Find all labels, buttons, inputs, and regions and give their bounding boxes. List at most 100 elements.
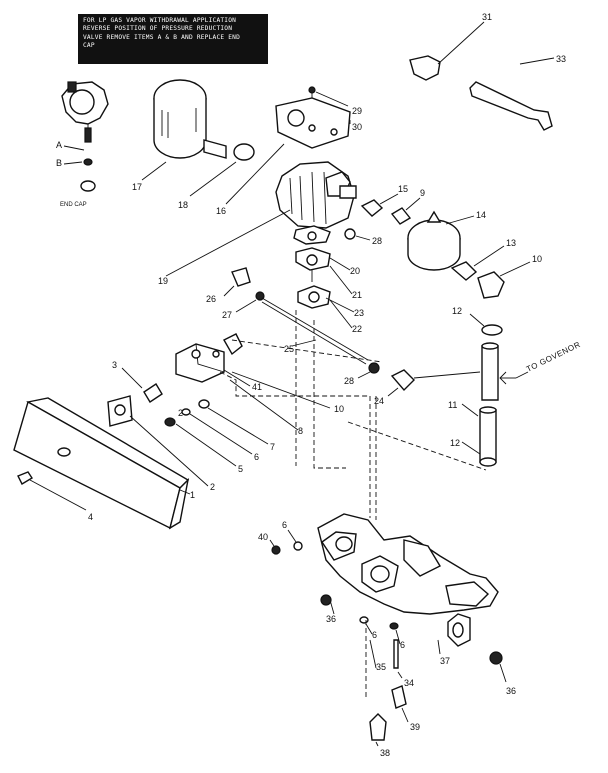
callout-6-upper: 6 — [282, 520, 287, 530]
lp-gas-note: FOR LP GAS VAPOR WITHDRAWAL APPLICATION … — [78, 14, 268, 64]
angle-bracket — [13, 397, 191, 530]
callout-28-lower: 28 — [344, 376, 354, 386]
callout-18: 18 — [178, 200, 188, 210]
callout-33: 33 — [556, 54, 566, 64]
callout-16: 16 — [216, 206, 226, 216]
plug-28-upper — [344, 228, 371, 241]
label-end-cap: END CAP — [60, 202, 87, 208]
nipple-fitting — [360, 193, 399, 217]
bolt-40 — [269, 539, 281, 555]
callout-36-right: 36 — [506, 686, 516, 696]
callout-10-right: 10 — [532, 254, 542, 264]
callout-40: 40 — [258, 532, 268, 542]
callout-30: 30 — [352, 122, 362, 132]
callout-17: 17 — [132, 182, 142, 192]
note-line-3: VALVE REMOVE ITEMS A & B AND REPLACE END — [83, 33, 241, 41]
elbow-fitting-13 — [450, 245, 505, 281]
washer-5 — [164, 417, 237, 467]
callout-7: 7 — [270, 442, 275, 452]
solenoid-valve — [175, 333, 383, 397]
callout-36-left: 36 — [326, 614, 336, 624]
fitting-24 — [387, 369, 481, 397]
callout-34: 34 — [404, 678, 414, 688]
callout-39: 39 — [410, 722, 420, 732]
note-line-2: REVERSE POSITION OF PRESSURE REDUCTION — [83, 25, 233, 33]
note-line-4: CAP — [83, 42, 95, 50]
callout-1: 1 — [190, 490, 195, 500]
intake-manifold — [317, 513, 499, 655]
note-line-1: FOR LP GAS VAPOR WITHDRAWAL APPLICATION — [83, 17, 237, 24]
tee-fitting — [409, 21, 485, 81]
callout-20: 20 — [350, 266, 360, 276]
mounting-plate — [107, 395, 209, 487]
callout-41: 41 — [252, 382, 262, 392]
pipe-nipple-3 — [121, 367, 163, 403]
callout-10-mid: 10 — [334, 404, 344, 414]
callout-28-top: 28 — [372, 236, 382, 246]
stud-34 — [393, 639, 403, 679]
fuel-filter-canister — [141, 79, 227, 181]
callout-6-mid: 6 — [254, 452, 259, 462]
callout-4: 4 — [88, 512, 93, 522]
hose-clamp-12-upper — [469, 313, 503, 336]
callout-2: 2 — [210, 482, 215, 492]
callout-12-upper: 12 — [452, 306, 462, 316]
callout-15: 15 — [398, 184, 408, 194]
callout-21: 21 — [352, 290, 362, 300]
callout-37: 37 — [440, 656, 450, 666]
gasket-stack — [293, 225, 355, 329]
regulator-valve — [61, 81, 109, 192]
callout-27: 27 — [222, 310, 232, 320]
pressure-regulator — [407, 210, 475, 271]
nut-7 — [198, 399, 269, 445]
callout-23: 23 — [354, 308, 364, 318]
callout-25: 25 — [284, 344, 294, 354]
vaporizer-cover — [225, 86, 351, 205]
hose-lower-11 — [461, 403, 497, 467]
tube-elbow — [469, 57, 555, 131]
label-B: B — [56, 158, 62, 168]
to-governor-arrow — [499, 371, 529, 385]
hose-upper — [481, 342, 499, 401]
callout-5: 5 — [238, 464, 243, 474]
washer-6-upper — [287, 529, 303, 551]
alignment-lines — [295, 310, 487, 520]
callout-14: 14 — [476, 210, 486, 220]
callout-26: 26 — [206, 294, 216, 304]
fitting-26 — [223, 267, 251, 297]
clamp-ring — [189, 143, 255, 197]
callout-24: 24 — [374, 396, 384, 406]
callout-19: 19 — [158, 276, 168, 286]
stud-35 — [365, 620, 377, 700]
callout-11: 11 — [448, 400, 457, 410]
washer-6-lower-b — [389, 622, 401, 645]
callout-9: 9 — [420, 188, 425, 198]
label-to-governor: TO GOVENOR — [525, 340, 582, 374]
leader-10-mid — [231, 371, 331, 409]
callout-31: 31 — [482, 12, 492, 22]
callout-8: 8 — [298, 426, 303, 436]
washer-6 — [181, 408, 253, 455]
plug-38 — [369, 713, 387, 747]
callout-35: 35 — [376, 662, 386, 672]
callout-3: 3 — [112, 360, 117, 370]
plug-28-lower — [357, 362, 380, 379]
callout-13: 13 — [506, 238, 516, 248]
vaporizer-body — [165, 161, 357, 277]
callout-29: 29 — [352, 106, 362, 116]
nut-36-right — [489, 651, 507, 683]
callout-22: 22 — [352, 324, 362, 334]
bolt-4 — [17, 471, 87, 511]
nut-fitting — [390, 197, 421, 225]
label-A: A — [56, 140, 62, 150]
callout-12-lower: 12 — [450, 438, 460, 448]
fitting-39 — [391, 685, 409, 723]
callout-38: 38 — [380, 748, 390, 758]
callout-6-low-a: 6 — [372, 630, 377, 640]
callout-6-low-b: 6 — [400, 640, 405, 650]
callout-2-small: 2 — [178, 408, 183, 418]
elbow-fitting-10 — [477, 261, 531, 299]
leader-8 — [229, 379, 299, 431]
